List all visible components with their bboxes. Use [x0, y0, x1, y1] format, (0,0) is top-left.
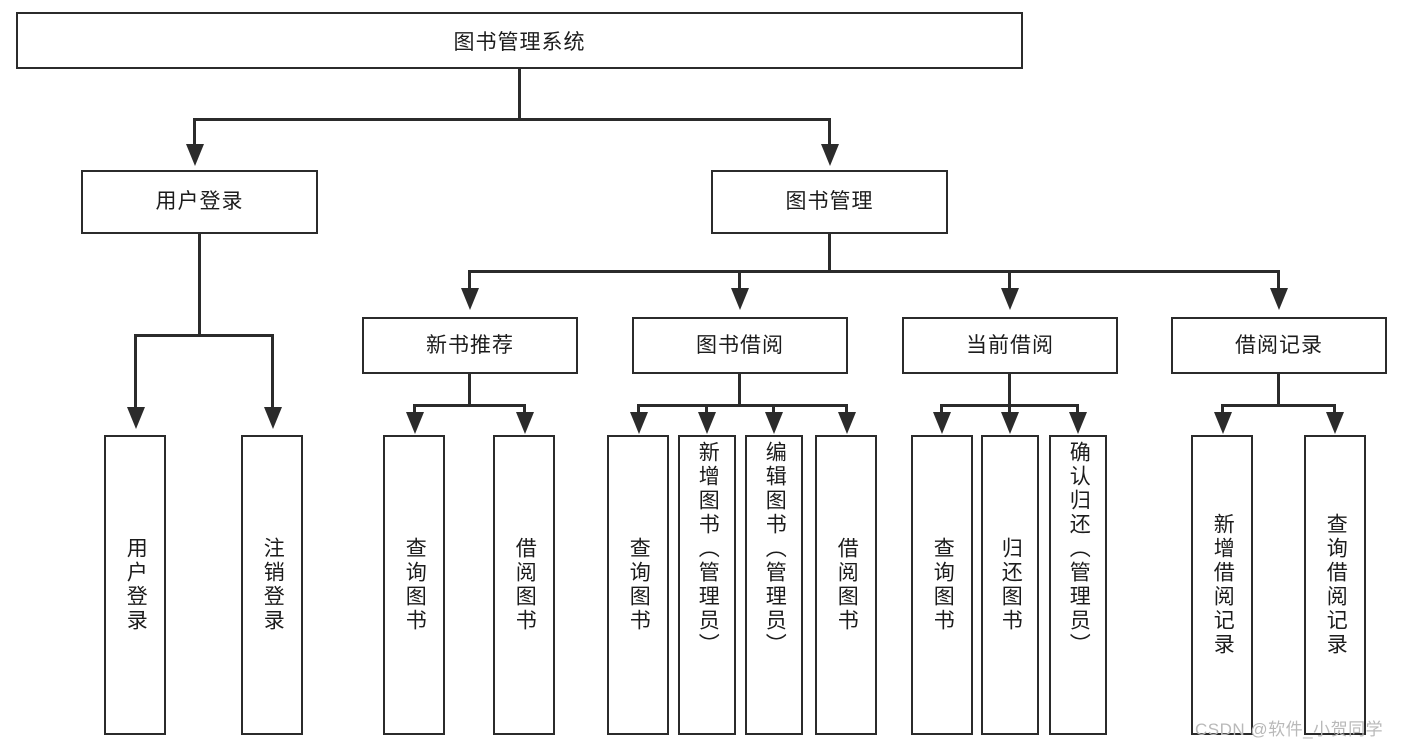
edge-user-login-stem: [198, 234, 201, 336]
node-label: 借阅记录: [1235, 333, 1323, 357]
edge-br-to-leaf-2: [1333, 404, 1336, 416]
node-label: 用户登录: [124, 537, 148, 633]
node-label: 注销登录: [261, 537, 285, 633]
edge-root-stem: [518, 69, 521, 120]
arrow-bm-to-current-borrow: [1001, 288, 1019, 310]
arrow-user-login-to-leaf-2: [264, 407, 282, 429]
node-new-book-recommend[interactable]: 新书推荐: [362, 317, 578, 374]
node-label: 查询图书: [931, 537, 955, 633]
leaf-nbr-query-book[interactable]: 查询图书: [383, 435, 445, 735]
leaf-bb-borrow-book[interactable]: 借阅图书: [815, 435, 877, 735]
arrow-nbr-to-leaf-2: [516, 412, 534, 434]
edge-br-stem: [1277, 374, 1280, 406]
leaf-bb-edit-book-admin[interactable]: 编辑图书（管理员）: [745, 435, 803, 735]
node-borrow-record[interactable]: 借阅记录: [1171, 317, 1387, 374]
node-label: 查询图书: [403, 537, 427, 633]
node-label: 新增借阅记录: [1211, 513, 1235, 657]
node-user-login[interactable]: 用户登录: [81, 170, 318, 234]
edge-nbr-to-leaf-1: [413, 404, 416, 416]
node-label: 借阅图书: [835, 537, 859, 633]
arrow-bm-to-new-book-recommend: [461, 288, 479, 310]
edge-bm-to-new-book-recommend: [468, 270, 471, 290]
arrow-user-login-to-leaf-1: [127, 407, 145, 429]
node-book-management[interactable]: 图书管理: [711, 170, 948, 234]
arrow-bb-to-leaf-3: [765, 412, 783, 434]
node-label: 查询图书: [627, 537, 651, 633]
arrow-cb-to-leaf-3: [1069, 412, 1087, 434]
edge-root-bar: [193, 118, 831, 121]
arrow-bm-to-book-borrow: [731, 288, 749, 310]
arrow-bb-to-leaf-2: [698, 412, 716, 434]
edge-br-bar: [1221, 404, 1336, 407]
edge-br-to-leaf-1: [1221, 404, 1224, 416]
arrow-bb-to-leaf-4: [838, 412, 856, 434]
edge-bm-to-borrow-record: [1277, 270, 1280, 290]
edge-user-login-to-leaf-2: [271, 334, 274, 409]
leaf-cb-return-book[interactable]: 归还图书: [981, 435, 1039, 735]
edge-bb-to-leaf-4: [845, 404, 848, 416]
edge-bm-to-current-borrow: [1008, 270, 1011, 290]
edge-bb-to-leaf-3: [772, 404, 775, 416]
node-label: 图书管理系统: [453, 30, 586, 54]
edge-bm-to-book-borrow: [738, 270, 741, 290]
node-current-borrow[interactable]: 当前借阅: [902, 317, 1118, 374]
arrow-root-to-book-management: [821, 144, 839, 166]
edge-cb-stem: [1008, 374, 1011, 406]
leaf-cb-confirm-return-admin[interactable]: 确认归还（管理员）: [1049, 435, 1107, 735]
node-label: 用户登录: [155, 190, 244, 214]
edge-cb-to-leaf-1: [940, 404, 943, 416]
edge-nbr-bar: [413, 404, 526, 407]
leaf-bb-add-book-admin[interactable]: 新增图书（管理员）: [678, 435, 736, 735]
csdn-watermark: CSDN @软件_小贺同学: [1195, 720, 1384, 739]
node-label: 图书借阅: [696, 333, 784, 357]
node-book-management-system[interactable]: 图书管理系统: [16, 12, 1023, 69]
edge-bb-to-leaf-2: [705, 404, 708, 416]
edge-book-management-bar: [468, 270, 1280, 273]
edge-root-to-user-login: [193, 118, 196, 146]
arrow-br-to-leaf-2: [1326, 412, 1344, 434]
edge-nbr-stem: [468, 374, 471, 406]
node-label: 编辑图书（管理员）: [763, 441, 787, 657]
node-label: 图书管理: [785, 190, 874, 214]
node-label: 借阅图书: [513, 537, 537, 633]
node-label: 确认归还（管理员）: [1067, 441, 1091, 657]
edge-cb-to-leaf-3: [1076, 404, 1079, 416]
arrow-bb-to-leaf-1: [630, 412, 648, 434]
edge-nbr-to-leaf-2: [523, 404, 526, 416]
node-label: 当前借阅: [966, 333, 1054, 357]
arrow-bm-to-borrow-record: [1270, 288, 1288, 310]
leaf-logout[interactable]: 注销登录: [241, 435, 303, 735]
node-label: 查询借阅记录: [1324, 513, 1348, 657]
node-book-borrow[interactable]: 图书借阅: [632, 317, 848, 374]
leaf-cb-query-book[interactable]: 查询图书: [911, 435, 973, 735]
leaf-br-query-record[interactable]: 查询借阅记录: [1304, 435, 1366, 735]
edge-user-login-to-leaf-1: [134, 334, 137, 409]
leaf-nbr-borrow-book[interactable]: 借阅图书: [493, 435, 555, 735]
edge-user-login-bar: [134, 334, 274, 337]
leaf-br-add-record[interactable]: 新增借阅记录: [1191, 435, 1253, 735]
edge-book-management-stem: [828, 234, 831, 272]
edge-bb-stem: [738, 374, 741, 406]
arrow-cb-to-leaf-2: [1001, 412, 1019, 434]
node-label: 新增图书（管理员）: [696, 441, 720, 657]
node-label: 新书推荐: [426, 333, 514, 357]
arrow-br-to-leaf-1: [1214, 412, 1232, 434]
edge-cb-to-leaf-2: [1008, 404, 1011, 416]
node-label: 归还图书: [999, 537, 1023, 633]
arrow-root-to-user-login: [186, 144, 204, 166]
edge-bb-bar: [637, 404, 848, 407]
edge-bb-to-leaf-1: [637, 404, 640, 416]
arrow-nbr-to-leaf-1: [406, 412, 424, 434]
edge-root-to-book-management: [828, 118, 831, 146]
arrow-cb-to-leaf-1: [933, 412, 951, 434]
leaf-user-login[interactable]: 用户登录: [104, 435, 166, 735]
leaf-bb-query-book[interactable]: 查询图书: [607, 435, 669, 735]
